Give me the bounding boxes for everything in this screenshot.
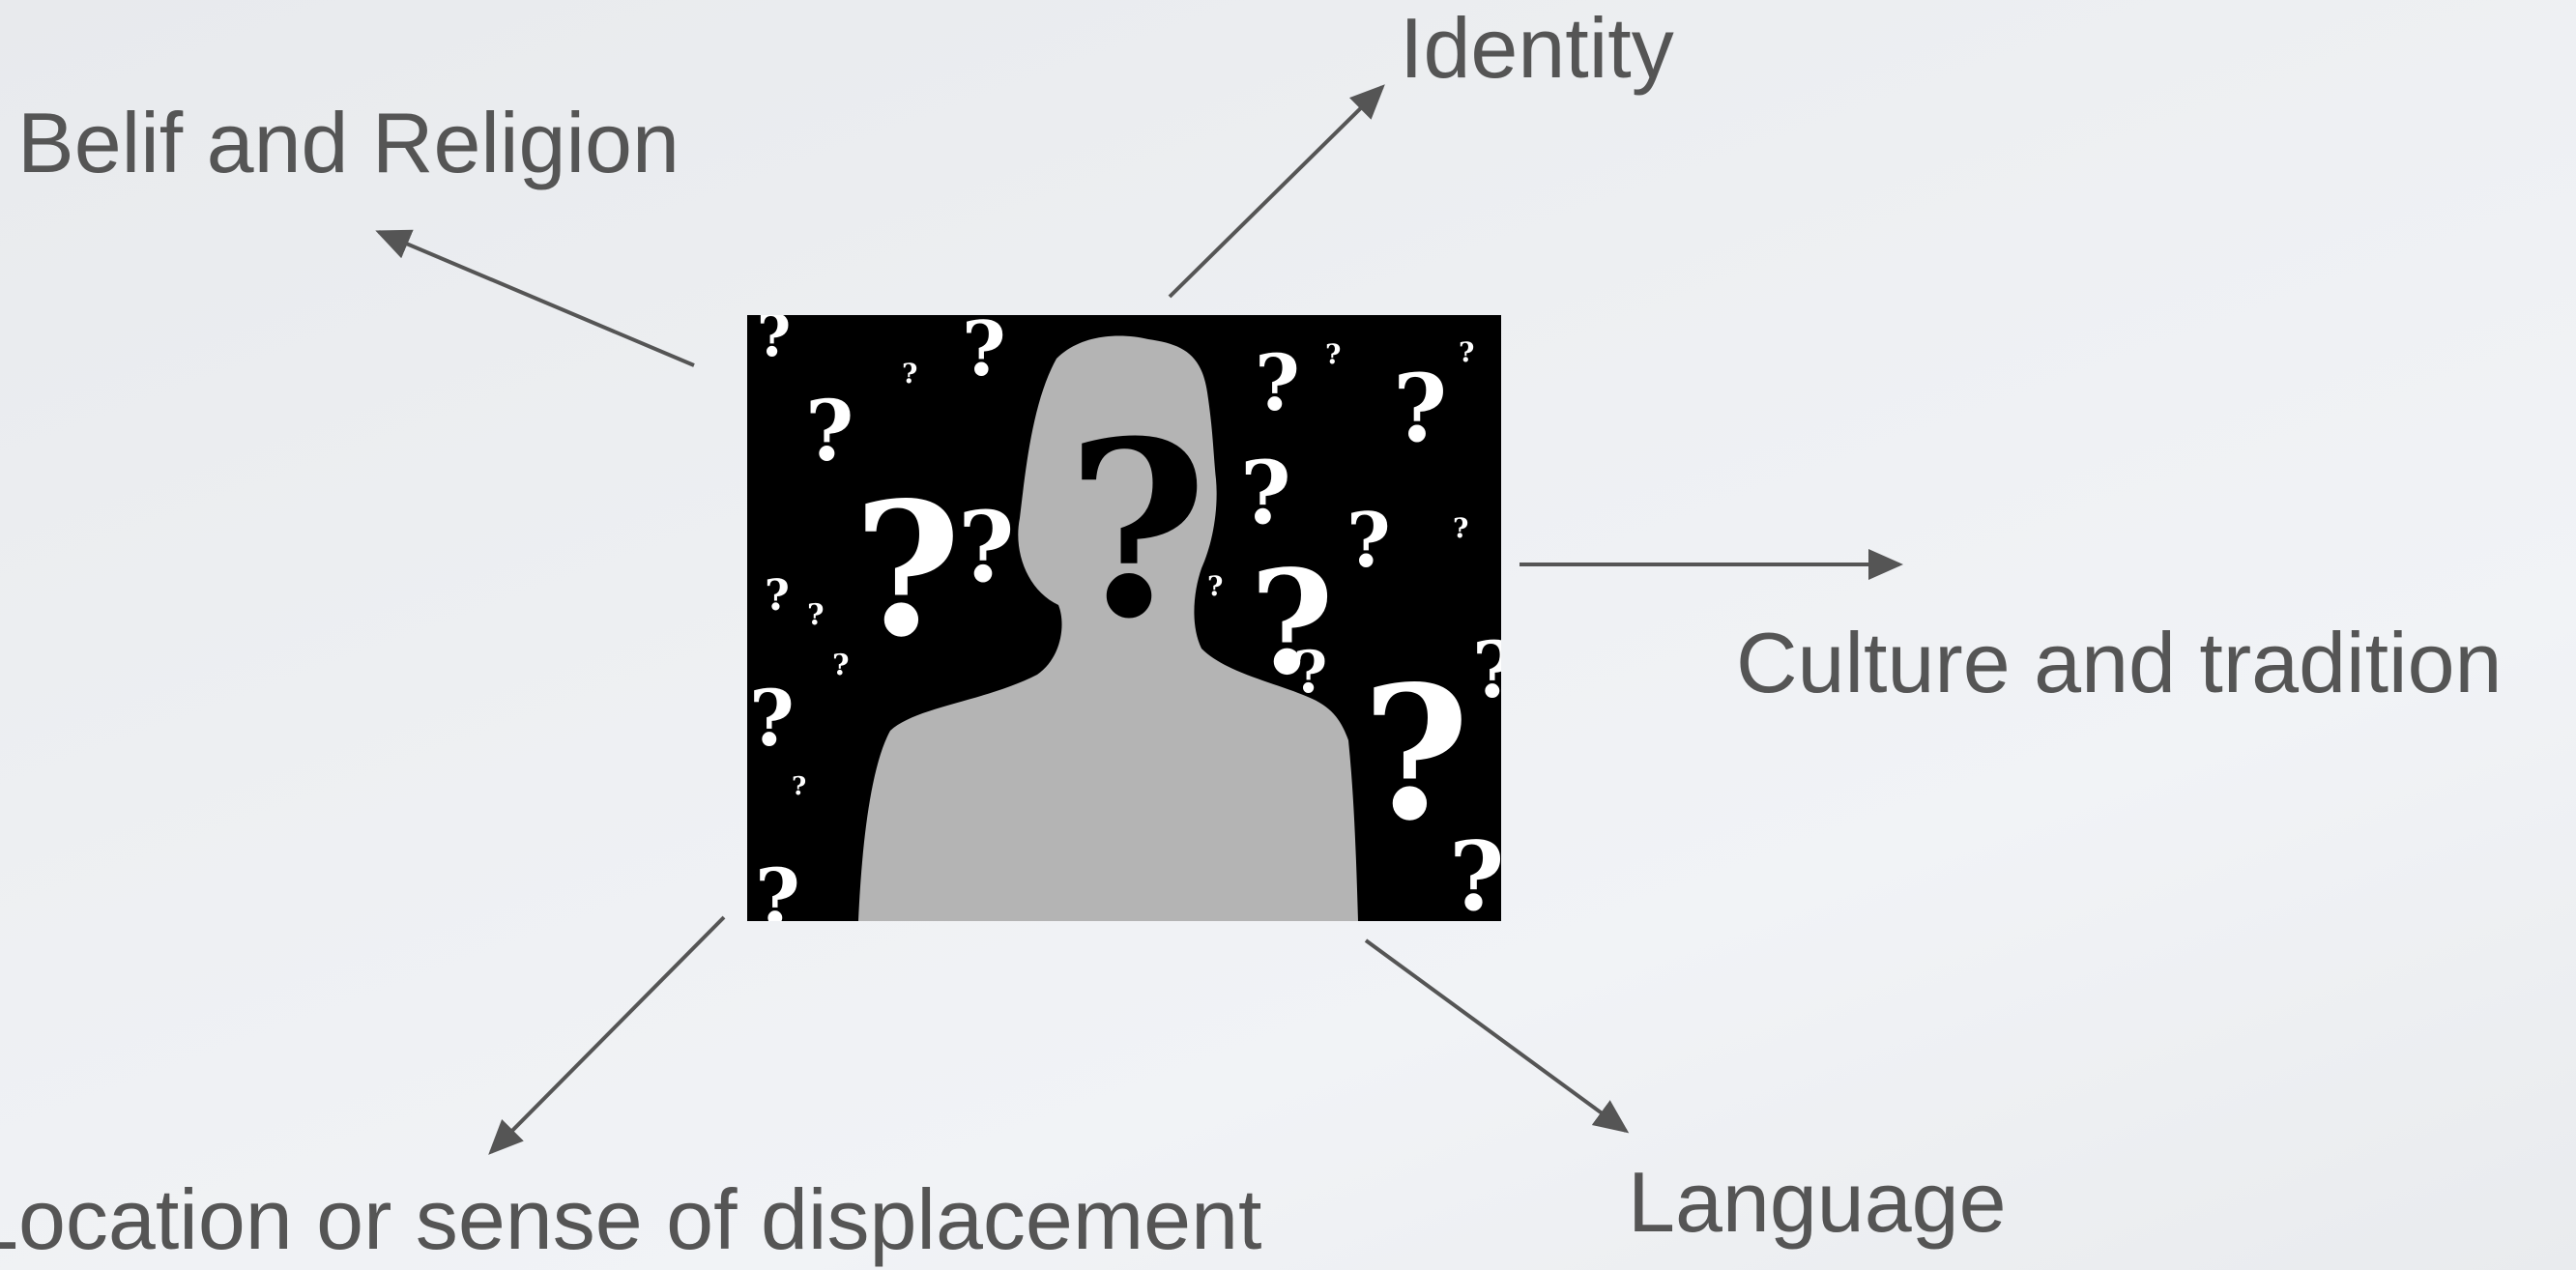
svg-text:?: ? — [1207, 570, 1223, 602]
svg-text:?: ? — [1472, 624, 1501, 715]
svg-text:?: ? — [1325, 338, 1341, 370]
svg-text:?: ? — [1449, 822, 1501, 921]
svg-text:?: ? — [902, 358, 917, 390]
svg-text:?: ? — [792, 772, 806, 801]
svg-text:?: ? — [1240, 442, 1291, 544]
svg-text:?: ? — [1346, 497, 1391, 585]
svg-text:?: ? — [832, 649, 850, 682]
svg-text:?: ? — [1362, 646, 1469, 861]
svg-text:?: ? — [755, 851, 800, 921]
svg-text:?: ? — [1255, 337, 1300, 428]
arrow-to-identity — [1168, 84, 1385, 299]
label-belief-and-religion: Belif and Religion — [17, 95, 680, 190]
anonymous-person-image: ? ? ? ? ? ? ? ? ? ? ? ? ? ? ? ? ? ? ? ? — [747, 315, 1501, 921]
svg-text:?: ? — [757, 315, 791, 370]
label-location-or-displacement: Location or sense of displacement — [0, 1171, 1262, 1267]
label-culture-and-tradition: Culture and tradition — [1736, 615, 2503, 710]
label-language: Language — [1628, 1154, 2007, 1250]
svg-text:?: ? — [765, 571, 790, 621]
svg-text:?: ? — [1453, 512, 1468, 544]
arrow-to-belief — [375, 229, 695, 367]
svg-text:?: ? — [962, 315, 1006, 393]
svg-text:?: ? — [958, 490, 1015, 604]
svg-text:?: ? — [805, 383, 854, 480]
svg-text:?: ? — [854, 462, 961, 678]
label-identity: Identity — [1400, 0, 1674, 96]
svg-text:?: ? — [1459, 336, 1474, 368]
arrow-to-location — [488, 915, 726, 1155]
svg-text:?: ? — [1393, 354, 1447, 463]
svg-text:?: ? — [807, 598, 825, 632]
svg-text:?: ? — [749, 673, 795, 764]
head-question-mark: ? — [1066, 388, 1207, 672]
person-silhouette — [858, 335, 1358, 921]
arrow-to-language — [1364, 938, 1630, 1134]
svg-text:?: ? — [1250, 538, 1334, 707]
anonymous-person-question-marks-icon: ? ? ? ? ? ? ? ? ? ? ? ? ? ? ? ? ? ? ? ? — [747, 315, 1501, 921]
